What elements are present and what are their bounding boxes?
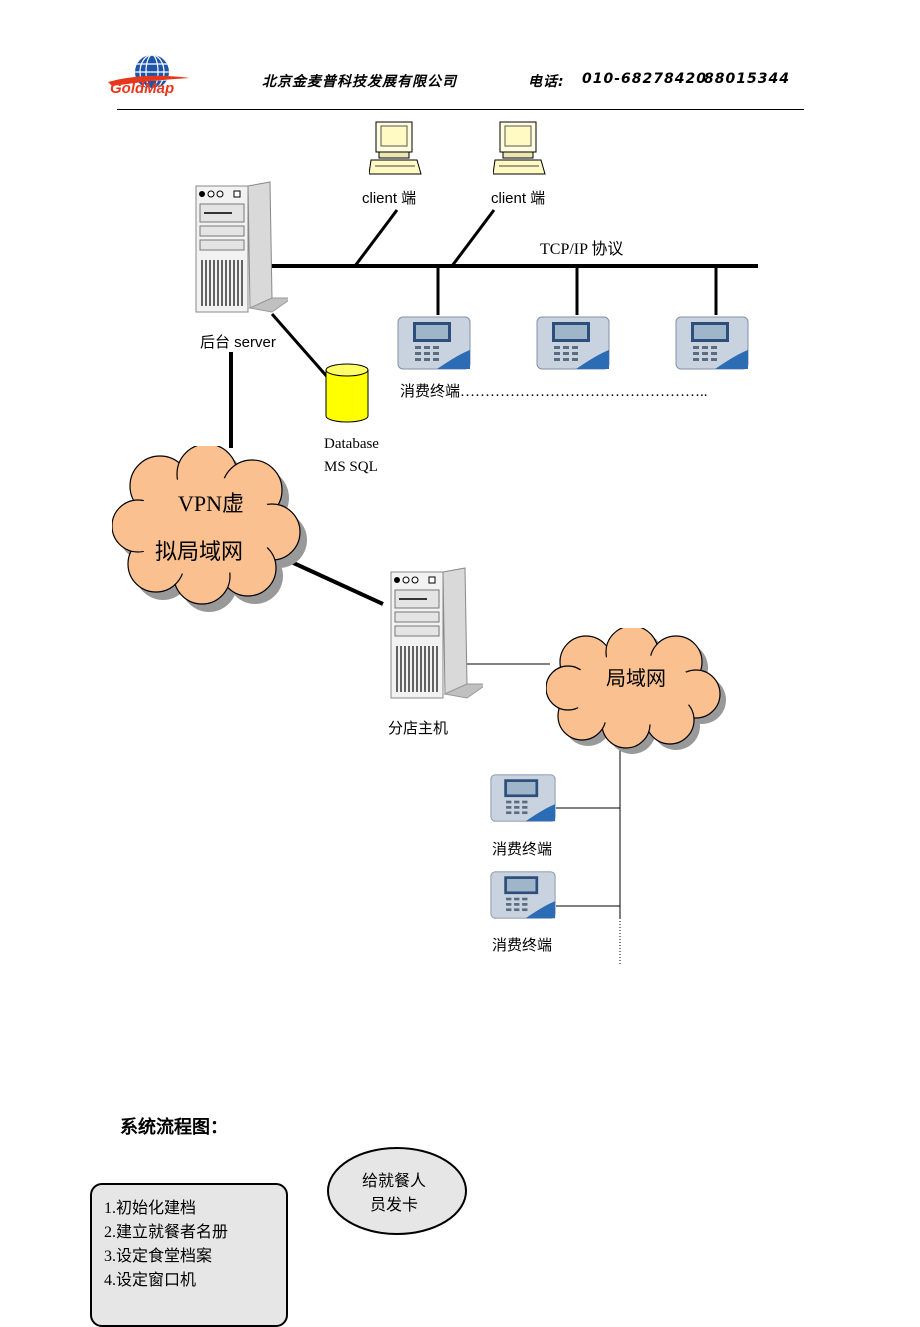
setup-step: 3.设定食堂档案 xyxy=(104,1248,213,1265)
client-1-line xyxy=(353,209,399,267)
network-diagram-lines xyxy=(229,209,758,966)
terminals-label: 消费终端………………………………………….. xyxy=(400,384,708,400)
terminal-icon xyxy=(397,316,471,370)
database-label: Database xyxy=(324,436,379,452)
branch-server-icon xyxy=(390,567,483,699)
client-2-line xyxy=(450,209,496,267)
client-computer-icon xyxy=(493,121,546,175)
branch-host-label: 分店主机 xyxy=(388,721,449,737)
phone-label: 电话: xyxy=(528,74,565,90)
setup-steps-box: 1.初始化建档 2.建立就餐者名册 3.设定食堂档案 4.设定窗口机 xyxy=(90,1183,288,1327)
setup-step: 4.设定窗口机 xyxy=(104,1272,197,1289)
setup-step: 1.初始化建档 xyxy=(104,1200,197,1217)
logo-text: GoldMap xyxy=(110,80,175,97)
client-label: client 端 xyxy=(362,190,417,207)
lan-label: 局域网 xyxy=(606,668,666,690)
terminal-icon xyxy=(490,774,556,822)
company-name: 北京金麦普科技发展有限公司 xyxy=(262,74,457,90)
terminal-icon xyxy=(536,316,610,370)
setup-step: 2.建立就餐者名册 xyxy=(104,1224,229,1241)
database-icon xyxy=(325,363,369,423)
database-label: MS SQL xyxy=(324,459,378,475)
terminal-label: 消费终端 xyxy=(492,842,553,858)
vpn-label: VPN虚 xyxy=(178,491,245,516)
client-computer-icon xyxy=(369,121,422,175)
vpn-cloud-icon xyxy=(112,446,307,612)
protocol-label: TCP/IP 协议 xyxy=(540,241,624,258)
branch-line xyxy=(286,558,384,606)
terminal-icon xyxy=(490,871,556,919)
server-label: 后台 server xyxy=(200,334,276,351)
logo: GoldMap xyxy=(104,52,194,98)
flowchart-title: 系统流程图： xyxy=(120,1117,228,1138)
header-rule xyxy=(117,109,804,110)
issue-card-label: 给就餐人 xyxy=(362,1173,427,1190)
client-label: client 端 xyxy=(491,190,546,207)
vpn-label: 拟局域网 xyxy=(155,539,244,564)
terminal-label: 消费终端 xyxy=(492,938,553,954)
phone-number-2: 88015344 xyxy=(704,71,790,87)
issue-card-label: 员发卡 xyxy=(370,1197,419,1214)
db-line xyxy=(270,313,332,381)
issue-card-oval xyxy=(327,1147,467,1235)
terminal-icon xyxy=(675,316,749,370)
lan-cloud-icon xyxy=(546,628,726,754)
server-icon xyxy=(195,181,288,313)
phone-number: 010-68278420 xyxy=(582,71,707,87)
